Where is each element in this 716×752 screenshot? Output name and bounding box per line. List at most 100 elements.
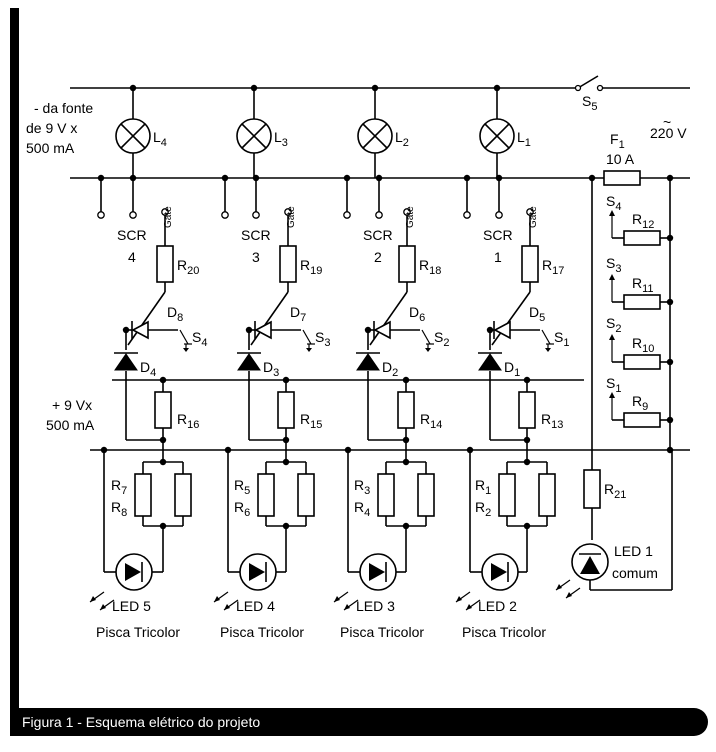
led-light-arrowhead (344, 604, 350, 610)
led-label: LED 3 (356, 598, 395, 614)
bank-resistor (623, 230, 661, 246)
led-1-light-arrowhead (566, 592, 572, 598)
switch-4 (179, 329, 189, 345)
switch-label: S4 (192, 329, 207, 349)
bank-switch-arrow (609, 274, 615, 280)
terminal-circle (284, 208, 292, 216)
supply-note-line: de 9 V x (26, 120, 77, 136)
r21-label: R21 (604, 481, 626, 501)
pair-label-top: R3 (354, 477, 370, 497)
upper-diode-label: D8 (167, 304, 183, 324)
junction-dot (402, 376, 410, 384)
gate-resistor (279, 245, 297, 283)
junction-dot (344, 446, 352, 454)
gate-resistor-label: R20 (177, 257, 199, 277)
switch-label: S3 (315, 329, 330, 349)
lower-diode (356, 353, 380, 371)
scr-number: 4 (128, 249, 136, 265)
bank-switch-arrow (609, 210, 615, 216)
junction-dot (666, 174, 674, 182)
lamp-label: L1 (517, 129, 531, 149)
lower-diode (114, 353, 138, 371)
switch-3 (302, 329, 312, 345)
bank-resistor (623, 294, 661, 310)
gate-resistor-label: R19 (300, 257, 322, 277)
upper-diode-label: D5 (529, 304, 545, 324)
upper-diode-label: D7 (290, 304, 306, 324)
pair-resistor-a (134, 473, 152, 517)
components (89, 75, 674, 611)
gate-resistor (521, 245, 539, 283)
junction-dot (129, 84, 137, 92)
junction-dot (666, 298, 674, 306)
led-description: Pisca Tricolor (220, 624, 304, 640)
bank-resistor-label: R9 (632, 393, 648, 413)
junction-dot (466, 446, 474, 454)
terminal-circle (161, 208, 169, 216)
junction-dot (159, 522, 167, 530)
junction-dot (250, 84, 258, 92)
bank-switch-label: S1 (606, 375, 621, 395)
upper-diode (131, 320, 149, 340)
upper-diode-label: D6 (409, 304, 425, 324)
junction-dot (221, 174, 229, 182)
led-light-arrowhead (224, 604, 230, 610)
bias-resistor (154, 391, 172, 429)
lamp-label: L3 (274, 129, 288, 149)
bank-switch-label: S2 (606, 315, 621, 335)
terminal-circle (403, 208, 411, 216)
junction-dot (252, 174, 260, 182)
switch-1 (541, 329, 551, 345)
switch-ground-arrow (425, 348, 431, 352)
caption-bar (10, 708, 708, 736)
junction-dot (224, 446, 232, 454)
junction-dot (159, 436, 167, 444)
switch-label: S2 (434, 329, 449, 349)
switch-ground-arrow (545, 348, 551, 352)
s5-contact (574, 84, 582, 92)
lamp-4-cross (120, 123, 146, 149)
terminal-circle (252, 211, 260, 219)
lower-diode (237, 353, 261, 371)
pair-resistor-a (257, 473, 275, 517)
junction-dot (129, 174, 137, 182)
junction-dot (282, 376, 290, 384)
bank-switch-arrow (609, 392, 615, 398)
resistor-r21 (583, 469, 601, 509)
lamp-3-cross (241, 123, 267, 149)
pair-label-bottom: R2 (475, 499, 491, 519)
pair-label-top: R5 (234, 477, 250, 497)
junction-dot (245, 326, 253, 334)
gate-diagonal (491, 291, 531, 346)
junction-dot (375, 174, 383, 182)
junction-dot (100, 446, 108, 454)
lamp-label: L4 (153, 129, 167, 149)
junction-dot (343, 174, 351, 182)
pair-resistor-a (377, 473, 395, 517)
bank-resistor (623, 412, 661, 428)
junction-dot (159, 458, 167, 466)
scr-label: SCR (117, 227, 147, 243)
scr-label: SCR (483, 227, 513, 243)
switch-ground-arrow (183, 348, 189, 352)
led-description: Pisca Tricolor (340, 624, 424, 640)
lower-diode (478, 353, 502, 371)
led-light-arrowhead (100, 604, 106, 610)
junction-dot (402, 436, 410, 444)
junction-dot (523, 458, 531, 466)
bias-resistor (277, 391, 295, 429)
bias-resistor-label: R13 (541, 411, 563, 431)
led-description: Pisca Tricolor (96, 624, 180, 640)
junction-dot (666, 446, 674, 454)
led-3-triangle (369, 563, 385, 581)
led-1-label: LED 1 (614, 543, 653, 559)
led-1-light-arrowhead (556, 584, 562, 590)
gate-label: Gate (163, 206, 174, 228)
junction-dot (402, 458, 410, 466)
plus-supply-label: 500 mA (46, 417, 95, 433)
terminal-circle (495, 211, 503, 219)
gate-resistor (398, 245, 416, 283)
led-light-arrowhead (214, 596, 220, 602)
s5-label: S5 (582, 93, 597, 113)
